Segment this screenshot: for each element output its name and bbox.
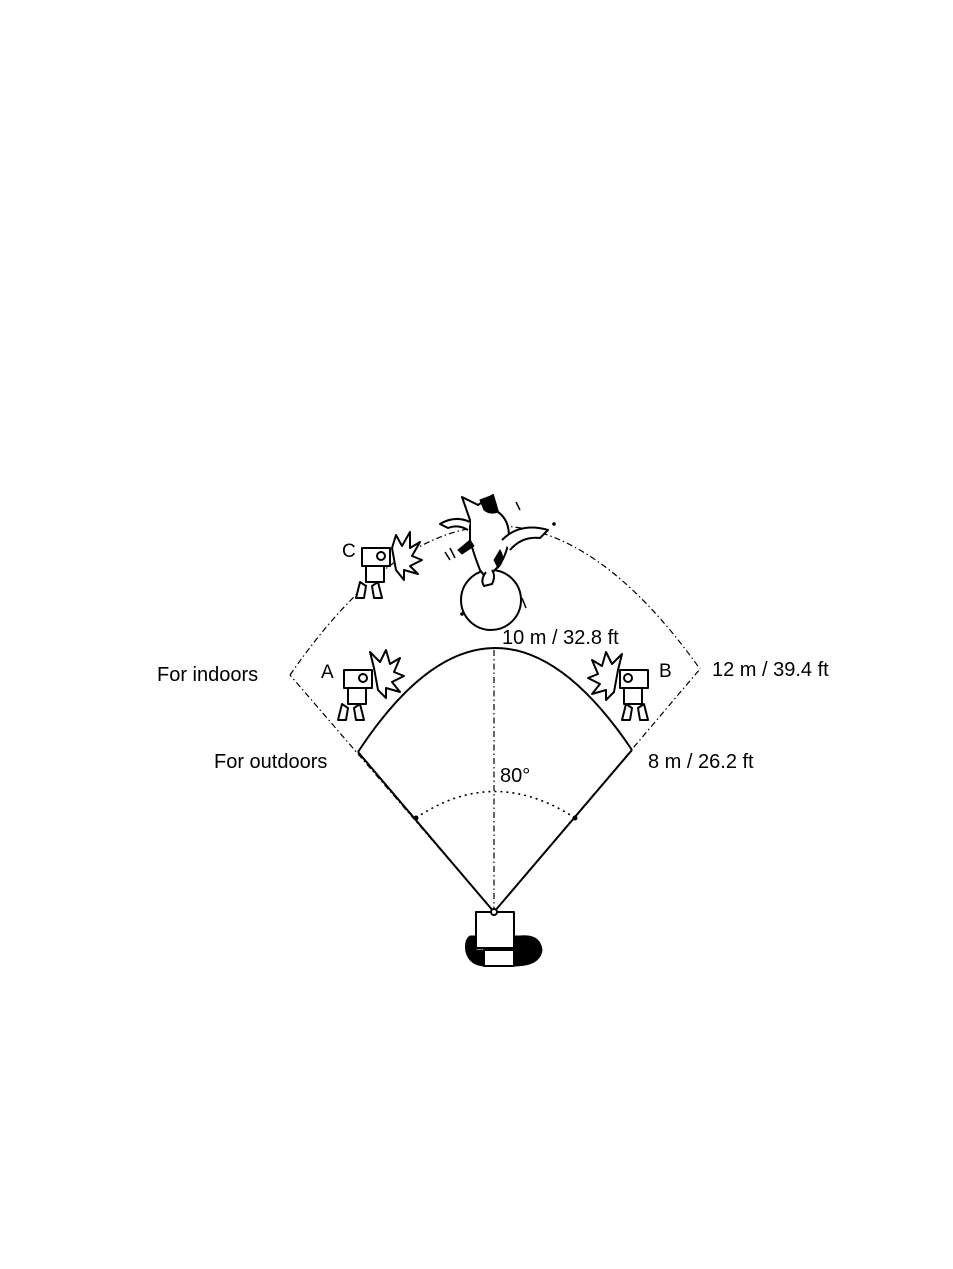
flash-unit-b-icon [588,652,648,720]
outdoor-range-boundary [358,648,632,912]
flash-unit-c-label: C [342,541,356,562]
camera-icon [466,909,543,966]
flash-unit-b-label: B [659,661,672,682]
angle-label: 80° [500,765,530,787]
for-outdoors-label: For outdoors [214,751,327,773]
for-indoors-label: For indoors [157,664,258,686]
flash-unit-c-icon [356,532,422,598]
range-outer-label: 12 m / 39.4 ft [712,659,829,681]
range-inner-label: 8 m / 26.2 ft [648,751,754,773]
range-center-label: 10 m / 32.8 ft [502,627,619,649]
flash-unit-a-label: A [321,662,334,683]
angle-arc [414,792,578,821]
flash-unit-a-icon [338,650,404,720]
subject-cat-on-ball-icon [440,495,556,630]
